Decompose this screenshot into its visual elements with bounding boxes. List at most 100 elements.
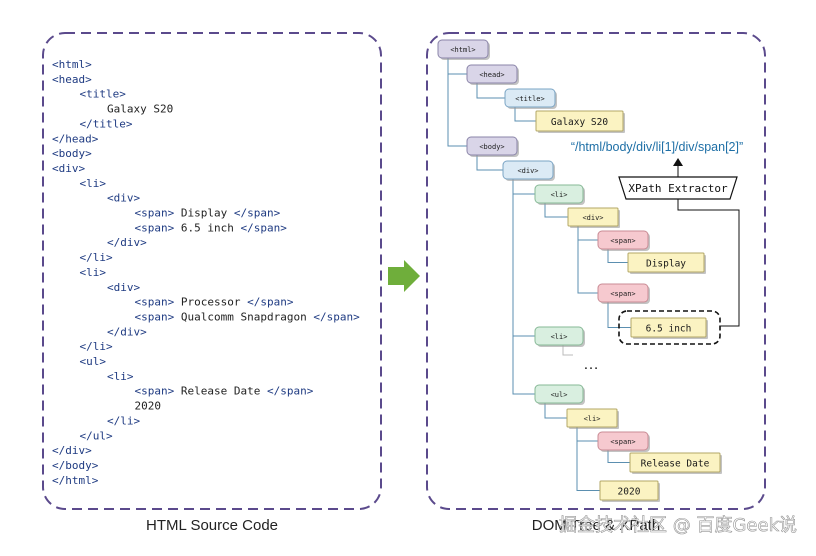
xpath-extractor: XPath Extractor <box>618 158 740 327</box>
code-line: </li> <box>80 340 113 353</box>
code-tag: <span> <box>135 221 175 234</box>
tree-node-box <box>466 136 518 156</box>
code-line: <div> <box>107 192 140 205</box>
tree-node-box <box>534 326 584 346</box>
selected-node-highlight <box>618 310 721 345</box>
tree-node-box <box>627 252 705 273</box>
tree-node-label: <li> <box>584 415 601 423</box>
tree-nodes: <html><head><title>Galaxy S20<body><div>… <box>437 39 722 502</box>
code-line: </li> <box>80 251 113 264</box>
code-tag: <head> <box>52 73 92 86</box>
code-tag: <div> <box>52 162 85 175</box>
code-line: <li> <box>80 266 107 279</box>
watermark: 掘金技术社区 @ 百度Geek说 <box>559 515 797 536</box>
tree-node-text-year: 2020 <box>599 480 660 502</box>
tree-node-title: <title> <box>504 88 557 109</box>
code-tag: <span> <box>135 296 175 309</box>
code-line: Galaxy S20 <box>107 103 173 116</box>
extractor-input-line <box>677 199 740 327</box>
code-line: <title> <box>80 88 127 101</box>
tree-node-box <box>566 408 618 428</box>
tree-edge <box>607 450 630 463</box>
tree-node-span-1: <span> <box>597 230 650 251</box>
tree-node-box <box>437 39 489 59</box>
code-text: 2020 <box>135 400 162 413</box>
tree-connectors <box>447 58 631 491</box>
tree-node-label: Display <box>646 259 686 270</box>
code-line: </head> <box>52 132 99 145</box>
code-line: <html> <box>52 58 92 71</box>
tree-node-box <box>597 283 649 303</box>
tree-node-text-release: Release Date <box>629 452 722 474</box>
code-line: <body> <box>52 147 92 160</box>
code-tag: </html> <box>52 474 99 487</box>
code-line: </li> <box>107 414 140 427</box>
tree-edge <box>512 179 535 195</box>
tree-panel: <html><head><title>Galaxy S20<body><div>… <box>426 32 766 510</box>
code-line: <div> <box>52 162 85 175</box>
code-tag: </ul> <box>80 429 113 442</box>
code-line: 2020 <box>135 400 162 413</box>
source-code: <html><head><title>Galaxy S20</title></h… <box>52 58 360 487</box>
code-text: Qualcomm Snapdragon <box>174 310 313 323</box>
tree-panel-caption: DOM Tree & XPath <box>532 517 660 534</box>
tree-node-label: Galaxy S20 <box>551 117 608 128</box>
tree-node-label: 6.5 inch <box>646 324 692 335</box>
tree-edge <box>577 226 598 241</box>
code-tag: <li> <box>80 266 107 279</box>
code-tag: </span> <box>240 221 287 234</box>
source-panel: <html><head><title>Galaxy S20</title></h… <box>42 32 382 510</box>
transform-arrow <box>388 260 420 292</box>
tree-node-ul: <ul> <box>534 384 585 405</box>
code-line: </body> <box>52 459 99 472</box>
tree-edge <box>607 249 628 263</box>
code-tag: </span> <box>234 207 281 220</box>
xpath-expression: “/html/body/div/li[1]/div/span[2]” <box>571 140 743 154</box>
code-tag: </li> <box>80 251 113 264</box>
tree-node-label: <li> <box>551 333 568 341</box>
tree-node-label: <span> <box>610 290 635 298</box>
tree-node-box <box>630 317 707 338</box>
code-line: <span> Qualcomm Snapdragon </span> <box>135 310 361 323</box>
code-tag: <title> <box>80 88 127 101</box>
tree-edge <box>607 302 631 328</box>
code-text: Processor <box>174 296 247 309</box>
tree-node-box <box>534 184 584 204</box>
tree-node-box <box>567 207 619 227</box>
code-text: 6.5 inch <box>174 221 240 234</box>
tree-node-box <box>597 431 649 451</box>
code-line: <li> <box>107 370 134 383</box>
tree-node-label: <title> <box>515 95 545 103</box>
code-tag: <div> <box>107 281 140 294</box>
tree-node-html: <html> <box>437 39 490 60</box>
xpath-extractor-label: XPath Extractor <box>628 182 728 195</box>
code-tag: <span> <box>135 207 175 220</box>
code-tag: <li> <box>107 370 134 383</box>
tree-panel-border <box>426 32 766 510</box>
code-text: Display <box>174 207 234 220</box>
tree-node-label: <div> <box>517 167 538 175</box>
code-tag: <div> <box>107 192 140 205</box>
tree-edge <box>476 83 505 99</box>
code-tag: </div> <box>52 444 92 457</box>
arrow-right-icon <box>388 260 420 292</box>
tree-node-label: <ul> <box>551 391 568 399</box>
tree-edge <box>577 226 598 294</box>
tree-node-box <box>599 480 659 501</box>
tree-node-box <box>502 160 554 180</box>
code-tag: </div> <box>107 325 147 338</box>
tree-node-span-2: <span> <box>597 283 650 304</box>
code-tag: </head> <box>52 132 99 145</box>
tree-edge <box>576 427 600 491</box>
tree-edge <box>447 58 467 147</box>
ellipsis: … <box>583 356 599 373</box>
tree-node-box <box>629 452 721 473</box>
code-tag: </div> <box>107 236 147 249</box>
code-tag: <ul> <box>80 355 107 368</box>
tree-node-label: <li> <box>551 191 568 199</box>
xpath-extractor-box <box>618 176 738 200</box>
code-line: <li> <box>80 177 107 190</box>
tree-node-span-3: <span> <box>597 431 650 452</box>
tree-node-div-main: <div> <box>502 160 555 181</box>
code-line: <div> <box>107 281 140 294</box>
